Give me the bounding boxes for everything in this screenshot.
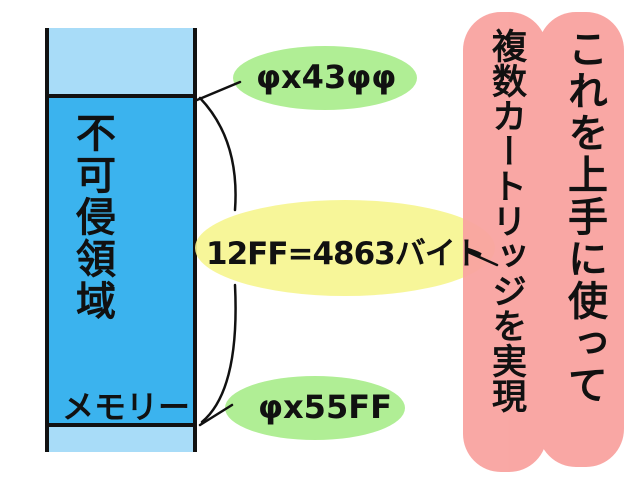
connector-lines: [195, 80, 499, 427]
end-address: φx55FF: [258, 388, 392, 426]
end-address-blob: [225, 376, 405, 440]
memory-region-bottom: [47, 425, 195, 452]
note-blobs: [463, 12, 624, 472]
note-column-1: これを上手に使って: [561, 28, 607, 406]
region-size: 12FF=4863バイト: [206, 236, 486, 272]
note-column-2: 複数カートリッジを実現: [486, 28, 526, 413]
start-address-blob: [233, 46, 417, 110]
protected-memory-region: [47, 96, 195, 425]
memory-region-top: [47, 28, 195, 96]
size-blob: [195, 200, 495, 296]
memory-label: メモリー: [62, 388, 191, 426]
start-address: φx43φφ: [256, 58, 397, 96]
protected-region-label: 不可侵領域: [69, 112, 115, 322]
